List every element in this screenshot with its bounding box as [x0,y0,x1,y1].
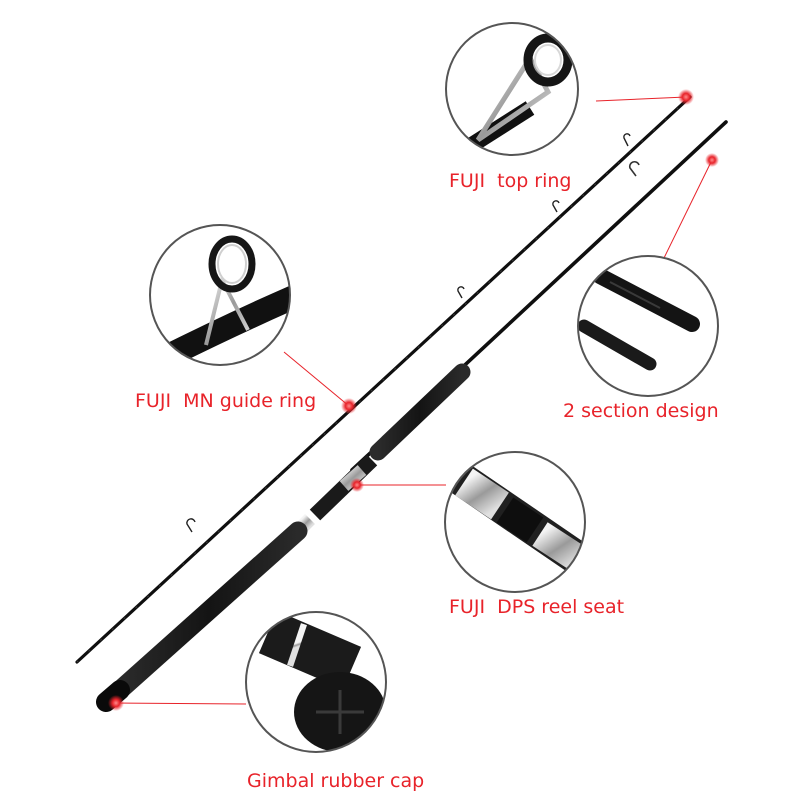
callout-lines [115,96,713,705]
rod-tip-section [75,95,692,664]
detail-top-ring [445,22,579,156]
detail-reel-seat [444,451,586,593]
marker-dots [108,89,719,711]
detail-guide-ring [149,224,291,366]
label-rubber-cap: Gimbal rubber cap [247,770,425,792]
label-reel-seat: FUJI DPS reel seat [449,596,625,618]
detail-section-design [577,255,719,397]
detail-gimbal-cap [245,611,387,753]
label-section-design: 2 section design [563,400,719,422]
label-guide-ring: FUJI MN guide ring [135,390,317,412]
label-top-ring: FUJI top ring [449,170,572,192]
